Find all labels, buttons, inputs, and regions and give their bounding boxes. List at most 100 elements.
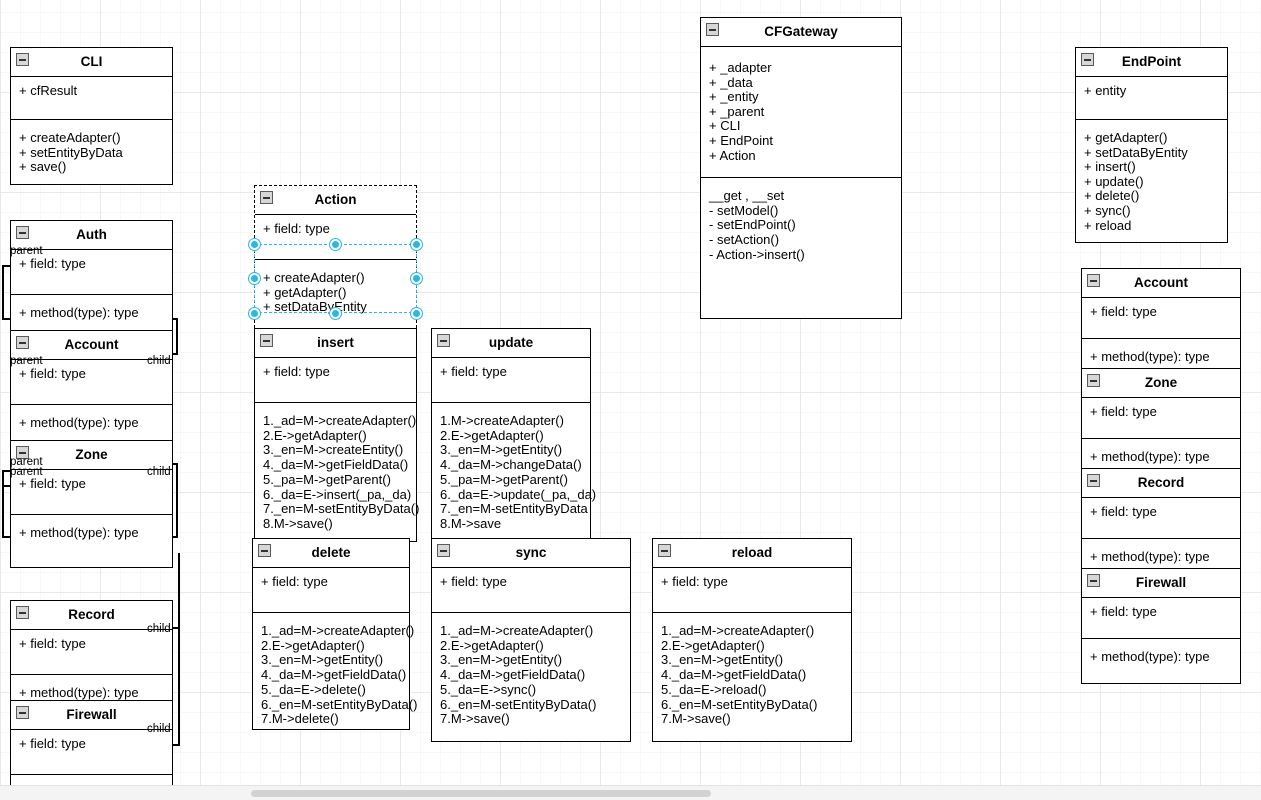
method-row: 5._da=E->sync()	[440, 681, 537, 697]
field-row: + field: type	[19, 636, 86, 651]
class-header[interactable]: update	[432, 329, 590, 358]
collapse-icon[interactable]	[16, 226, 29, 239]
method-row: 5._da=E->delete()	[261, 681, 366, 697]
class-header[interactable]: Firewall	[11, 701, 172, 730]
class-fields: + field: type	[255, 215, 416, 260]
class-box-account-right[interactable]: Account + field: type + method(type): ty…	[1081, 268, 1241, 384]
collapse-icon[interactable]	[1081, 53, 1094, 66]
collapse-icon[interactable]	[437, 334, 450, 347]
resize-handle-n[interactable]	[330, 239, 341, 250]
class-header[interactable]: Firewall	[1082, 569, 1240, 598]
class-title: Record	[68, 607, 115, 622]
resize-handle-sw[interactable]	[249, 308, 260, 319]
class-box-account-left[interactable]: Account + field: type + method(type): ty…	[10, 330, 173, 458]
class-title: Account	[1134, 275, 1188, 290]
collapse-icon[interactable]	[16, 606, 29, 619]
collapse-icon[interactable]	[260, 334, 273, 347]
class-title: Zone	[1144, 375, 1178, 390]
class-box-firewall-right[interactable]: Firewall + field: type + method(type): t…	[1081, 568, 1241, 684]
collapse-icon[interactable]	[706, 23, 719, 36]
class-box-auth[interactable]: Auth + field: type + method(type): type	[10, 220, 173, 348]
class-box-insert[interactable]: insert + field: type 1._ad=M->createAdap…	[254, 328, 419, 542]
collapse-icon[interactable]	[1087, 574, 1100, 587]
class-box-update[interactable]: update + field: type 1.M->createAdapter(…	[431, 328, 596, 542]
class-header[interactable]: Record	[1082, 469, 1240, 498]
class-header[interactable]: Record	[11, 601, 172, 630]
class-header[interactable]: reload	[653, 539, 851, 568]
class-fields: + entity	[1076, 77, 1227, 120]
method-row: 3._en=M->createEntity()	[263, 442, 404, 458]
edge-label-parent: parent	[10, 466, 43, 478]
class-header[interactable]: insert	[255, 329, 416, 358]
method-row: + method(type): type	[19, 685, 139, 700]
class-header[interactable]: Zone	[1082, 369, 1240, 398]
class-box-record-right[interactable]: Record + field: type + method(type): typ…	[1081, 468, 1241, 584]
collapse-icon[interactable]	[16, 53, 29, 66]
class-box-zone-right[interactable]: Zone + field: type + method(type): type	[1081, 368, 1241, 484]
resize-handle-ne[interactable]	[411, 239, 422, 250]
class-title: reload	[731, 545, 773, 560]
method-row: 6._en=M-setEntityByData()	[261, 696, 418, 712]
class-fields: + field: type	[253, 568, 409, 613]
method-row: 4._da=M->getFieldData()	[440, 667, 586, 683]
method-row: 7._en=M-setEntityByData	[440, 501, 588, 517]
collapse-icon[interactable]	[16, 446, 29, 459]
class-fields: + field: type	[11, 630, 172, 675]
collapse-icon[interactable]	[1087, 274, 1100, 287]
class-header[interactable]: delete	[253, 539, 409, 568]
method-row: 4._da=M->getFieldData()	[661, 667, 807, 683]
class-methods: 1.M->createAdapter() 2.E->getAdapter() 3…	[432, 403, 596, 541]
class-header[interactable]: Auth	[11, 221, 172, 250]
class-box-reload[interactable]: reload + field: type 1._ad=M->createAdap…	[652, 538, 852, 742]
class-box-delete[interactable]: delete + field: type 1._ad=M->createAdap…	[252, 538, 418, 730]
class-fields: + field: type	[1082, 498, 1240, 539]
class-methods: + createAdapter() + getAdapter() + setDa…	[255, 260, 416, 332]
resize-handle-s[interactable]	[330, 308, 341, 319]
edge-label-child: child	[147, 723, 171, 735]
class-box-zone-left[interactable]: Zone + field: type + method(type): type	[10, 440, 173, 568]
class-title: CFGateway	[764, 24, 838, 39]
class-header[interactable]: Account	[1082, 269, 1240, 298]
method-row: 3._en=M->getEntity()	[261, 652, 384, 668]
collapse-icon[interactable]	[16, 706, 29, 719]
class-box-cli[interactable]: CLI + cfResult + createAdapter() + setEn…	[10, 47, 173, 185]
method-row: 1._ad=M->createAdapter()	[263, 413, 417, 428]
collapse-icon[interactable]	[1087, 474, 1100, 487]
class-fields: + field: type	[1082, 298, 1240, 339]
class-title: Action	[314, 192, 357, 207]
class-box-cfgateway[interactable]: CFGateway + _adapter + _data + _entity +…	[700, 17, 902, 319]
collapse-icon[interactable]	[260, 191, 273, 204]
resize-handle-nw[interactable]	[249, 239, 260, 250]
collapse-icon[interactable]	[658, 544, 671, 557]
class-header[interactable]: sync	[432, 539, 630, 568]
method-row: 8.M->save()	[263, 515, 333, 531]
scrollbar-thumb[interactable]	[251, 790, 711, 797]
method-row: + method(type): type	[1090, 649, 1210, 664]
method-row: 6._da=E->insert(_pa,_da)	[263, 486, 412, 502]
field-row: + field: type	[1090, 504, 1157, 519]
collapse-icon[interactable]	[258, 544, 271, 557]
class-box-endpoint[interactable]: EndPoint + entity + getAdapter() + setDa…	[1075, 47, 1228, 244]
method-row: 3._en=M->getEntity()	[440, 652, 563, 668]
collapse-icon[interactable]	[1087, 374, 1100, 387]
class-methods: + getAdapter() + setDataByEntity + inser…	[1076, 120, 1227, 242]
method-row: 2.E->getAdapter()	[261, 637, 365, 653]
class-header[interactable]: CFGateway	[701, 18, 901, 47]
collapse-icon[interactable]	[16, 336, 29, 349]
resize-handle-w[interactable]	[249, 273, 260, 284]
resize-handle-e[interactable]	[411, 273, 422, 284]
class-box-sync[interactable]: sync + field: type 1._ad=M->createAdapte…	[431, 538, 631, 742]
horizontal-scrollbar[interactable]	[0, 785, 1261, 800]
method-row: + setEntityByData	[19, 144, 123, 160]
class-header[interactable]: EndPoint	[1076, 48, 1227, 77]
connector-segment	[178, 553, 180, 745]
class-header[interactable]: Zone	[11, 441, 172, 470]
method-row: 2.E->getAdapter()	[440, 637, 544, 653]
resize-handle-se[interactable]	[411, 308, 422, 319]
class-header[interactable]: CLI	[11, 48, 172, 77]
class-header[interactable]: Account	[11, 331, 172, 360]
field-row: + _parent	[709, 103, 765, 119]
collapse-icon[interactable]	[437, 544, 450, 557]
class-header[interactable]: Action	[255, 186, 416, 215]
